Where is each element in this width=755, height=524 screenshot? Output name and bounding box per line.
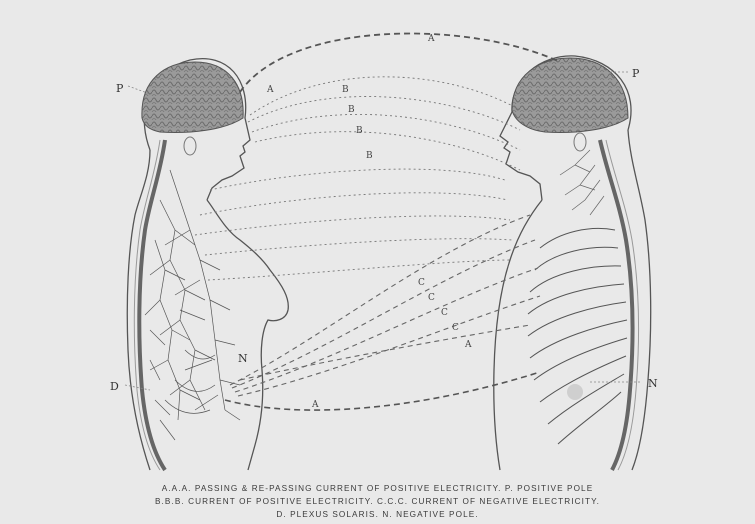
left-brain <box>142 62 243 132</box>
right-ribs <box>528 228 627 444</box>
label-c1: C <box>418 278 425 288</box>
label-c2: C <box>428 293 435 303</box>
label-a-mid: A <box>464 340 472 350</box>
left-front-outline <box>207 200 288 470</box>
current-a-mid <box>240 325 530 380</box>
left-ear <box>184 137 196 155</box>
left-figure <box>127 59 288 470</box>
caption-line-1: A.A.A. PASSING & RE-PASSING CURRENT OF P… <box>0 484 755 493</box>
caption-line-2: B.B.B. CURRENT OF POSITIVE ELECTRICITY. … <box>0 497 755 506</box>
label-p-left: P <box>116 82 124 95</box>
label-n-left: N <box>238 352 248 365</box>
label-b4: B <box>366 151 373 161</box>
right-figure <box>494 56 651 470</box>
label-a-bottom: A <box>311 400 319 410</box>
current-a-top <box>240 34 560 92</box>
right-nerves <box>560 150 604 215</box>
label-b1: B <box>342 85 349 95</box>
label-p-right: P <box>632 67 640 80</box>
label-a-top: A <box>427 34 435 44</box>
label-n-right: N <box>648 377 658 390</box>
label-d-left: D <box>110 380 119 393</box>
label-b3: B <box>356 126 363 136</box>
caption-line-3: D. PLEXUS SOLARIS. N. NEGATIVE POLE. <box>0 510 755 519</box>
label-b2: B <box>348 105 355 115</box>
label-c4: C <box>452 323 459 333</box>
current-b-lines <box>195 77 520 280</box>
current-a-bottom <box>225 372 540 410</box>
label-a-head: A <box>266 85 274 95</box>
right-ear <box>574 133 586 151</box>
label-c3: C <box>441 308 448 318</box>
